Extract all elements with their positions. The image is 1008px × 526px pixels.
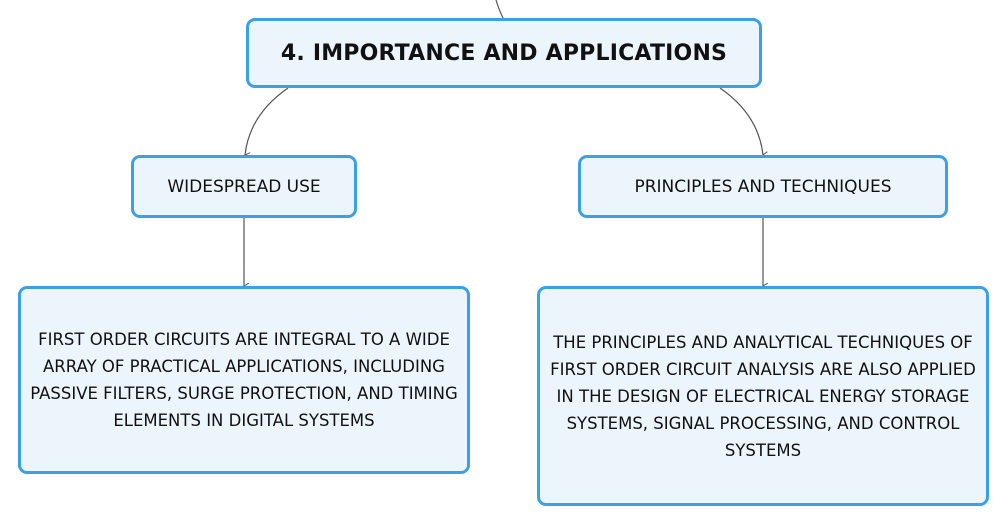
principles-and-techniques-node[interactable]: PRINCIPLES AND TECHNIQUES: [578, 155, 948, 218]
widespread-use-node[interactable]: WIDESPREAD USE: [131, 155, 357, 218]
connector-root-to-principles: [719, 87, 763, 155]
connector-root-to-widespread-use: [245, 87, 289, 155]
principles-and-techniques-label: PRINCIPLES AND TECHNIQUES: [634, 176, 892, 197]
widespread-use-label: WIDESPREAD USE: [167, 176, 321, 197]
principles-and-techniques-detail-text: THE PRINCIPLES AND ANALYTICAL TECHNIQUES…: [550, 332, 976, 460]
widespread-use-detail-node[interactable]: FIRST ORDER CIRCUITS ARE INTEGRAL TO A W…: [18, 286, 470, 474]
connector-incoming-to-root: [495, 0, 504, 19]
root-topic-node[interactable]: 4. IMPORTANCE AND APPLICATIONS: [246, 18, 762, 88]
widespread-use-detail-text: FIRST ORDER CIRCUITS ARE INTEGRAL TO A W…: [30, 330, 458, 430]
principles-and-techniques-detail-node[interactable]: THE PRINCIPLES AND ANALYTICAL TECHNIQUES…: [537, 286, 989, 506]
root-topic-label: 4. IMPORTANCE AND APPLICATIONS: [280, 40, 728, 66]
